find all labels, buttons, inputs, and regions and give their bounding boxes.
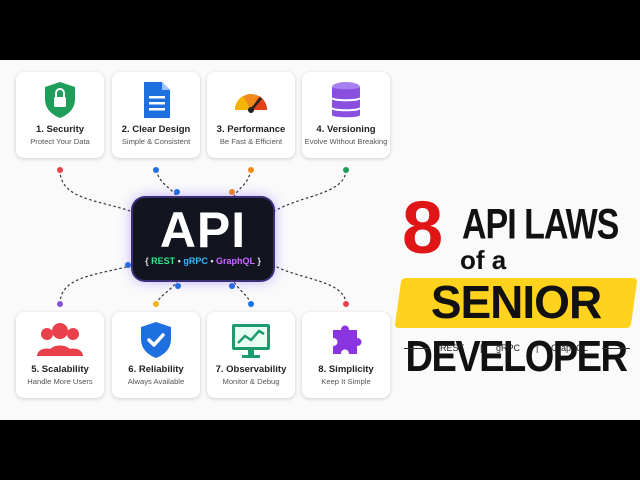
connector-8 [272, 264, 347, 305]
card-security: 1. Security Protect Your Data [16, 72, 104, 158]
connector-dot-5b [125, 262, 131, 268]
card-title: 5. Scalability [31, 364, 89, 375]
connector-dot-7b [229, 283, 235, 289]
puzzle-icon [302, 320, 390, 360]
connector-dot-5 [57, 301, 63, 307]
database-icon [302, 80, 390, 120]
document-icon [112, 80, 200, 120]
card-title: 1. Security [35, 124, 85, 135]
connector-7 [232, 279, 252, 305]
card-performance: 3. Performance Be Fast & Efficient [207, 72, 295, 158]
connector-4 [272, 169, 347, 213]
headline-line1: API LAWS [462, 200, 619, 249]
card-simplicity: 8. Simplicity Keep It Simple [302, 312, 390, 398]
users-icon [16, 320, 104, 360]
connector-dot-1 [57, 167, 63, 173]
card-subtitle: Always Available [127, 377, 185, 386]
divider-line [602, 348, 630, 349]
card-subtitle: Simple & Consistent [121, 137, 191, 146]
proto-rest: REST [151, 256, 176, 266]
connector-dot-3 [248, 167, 254, 173]
card-subtitle: Protect Your Data [30, 137, 90, 146]
headline-line3: SENIOR [430, 276, 602, 328]
connector-6 [155, 279, 179, 305]
card-title: 3. Performance [216, 124, 286, 135]
protocol-graphql: GraphQL [551, 343, 589, 353]
canvas: 1. Security Protect Your Data 2. Clear D… [0, 60, 640, 420]
card-versioning: 4. Versioning Evolve Without Breaking [302, 72, 390, 158]
headline-number: 8 [402, 186, 444, 269]
connector-lines [57, 167, 349, 307]
card-title: 6. Reliability [128, 364, 184, 375]
connector-dot-7 [248, 301, 254, 307]
connector-5 [59, 264, 134, 305]
brace-open: { [145, 256, 149, 266]
connector-1 [59, 169, 134, 213]
connector-dot-2 [153, 167, 159, 173]
shield-check-icon [112, 320, 200, 360]
connector-dot-6b [175, 283, 181, 289]
card-reliability: 6. Reliability Always Available [112, 312, 200, 398]
connector-dot-3b [229, 189, 235, 195]
api-word: API [159, 202, 247, 258]
connector-dot-4 [343, 167, 349, 173]
card-title: 7. Observability [215, 364, 287, 375]
proto-grpc: gRPC [183, 256, 208, 266]
monitor-chart-icon [207, 320, 295, 360]
protocol-sep: | [536, 343, 539, 353]
card-subtitle: Handle More Users [27, 377, 93, 386]
card-subtitle: Keep It Simple [321, 377, 371, 386]
card-title: 8. Simplicity [318, 364, 374, 375]
connector-3 [232, 169, 252, 199]
card-title: 2. Clear Design [121, 124, 191, 135]
protocol-grpc: gRPC [496, 343, 521, 353]
card-clear-design: 2. Clear Design Simple & Consistent [112, 72, 200, 158]
card-title: 4. Versioning [316, 124, 376, 135]
card-subtitle: Monitor & Debug [222, 377, 280, 386]
card-subtitle: Evolve Without Breaking [304, 137, 388, 146]
speedometer-icon [207, 80, 295, 120]
connector-dot-2b [174, 189, 180, 195]
card-scalability: 5. Scalability Handle More Users [16, 312, 104, 398]
api-protocols: { REST • gRPC • GraphQL } [133, 256, 273, 267]
connector-dot-6 [153, 301, 159, 307]
api-center-box: API { REST • gRPC • GraphQL } [133, 198, 273, 280]
shield-lock-icon [16, 80, 104, 120]
proto-sep: • [177, 256, 181, 266]
headline-line2: of a [460, 245, 507, 275]
proto-graphql: GraphQL [216, 256, 255, 266]
card-subtitle: Be Fast & Efficient [219, 137, 283, 146]
divider-line [404, 348, 430, 349]
brace-close: } [257, 256, 261, 266]
headline-line4: DEVELOPER [405, 333, 628, 382]
protocol-sep: | [480, 343, 483, 353]
protocol-rest: REST [440, 343, 465, 353]
card-observability: 7. Observability Monitor & Debug [207, 312, 295, 398]
connector-dot-8 [343, 301, 349, 307]
proto-sep: • [210, 256, 214, 266]
